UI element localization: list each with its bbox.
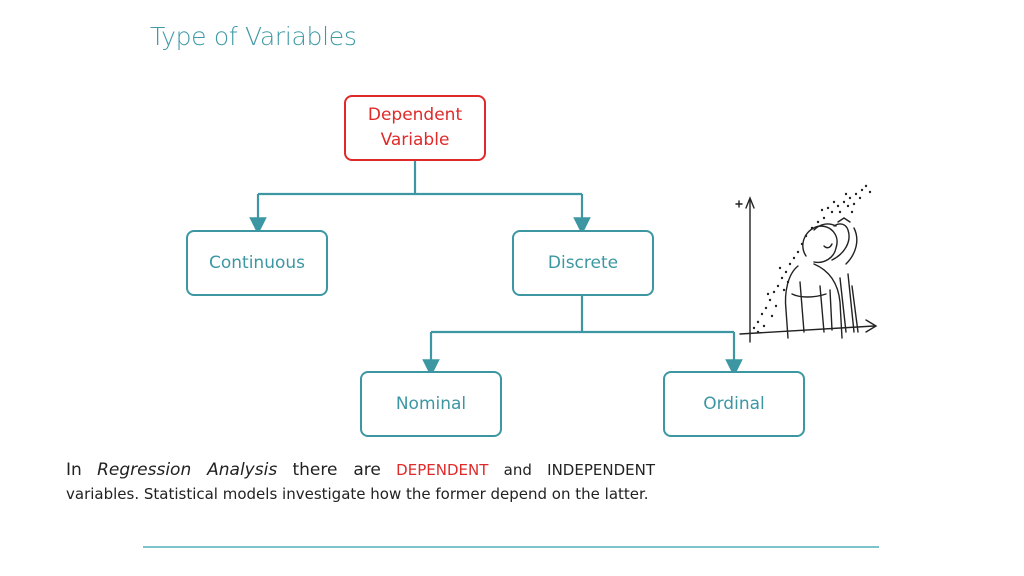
ordinal-label: Ordinal [703, 393, 765, 414]
dependent-variable-label-line1: Dependent [367, 105, 463, 125]
ordinal-node: Ordinal [663, 371, 805, 437]
page-title: Type of Variables [150, 22, 357, 51]
continuous-label: Continuous [208, 252, 305, 273]
explanation-paragraph: In Regression Analysis there are DEPENDE… [66, 458, 655, 506]
dependent-variable-node: Dependent Variable [344, 95, 486, 161]
discrete-node: Discrete [512, 230, 654, 296]
person-scratching-head-illustration [735, 184, 878, 343]
discrete-label: Discrete [547, 252, 619, 273]
paragraph-regression-analysis: Regression Analysis [97, 460, 278, 480]
continuous-node: Continuous [186, 230, 328, 296]
paragraph-word-in: In [66, 460, 82, 480]
paragraph-there-are: there are [292, 460, 381, 480]
nominal-label: Nominal [395, 393, 467, 414]
dependent-variable-label-line2: Variable [380, 130, 450, 150]
nominal-node: Nominal [360, 371, 502, 437]
bottom-divider [143, 546, 879, 548]
paragraph-rest: and INDEPENDENT variables. Statistical m… [66, 461, 655, 503]
paragraph-dependent-highlight: DEPENDENT [396, 461, 489, 479]
